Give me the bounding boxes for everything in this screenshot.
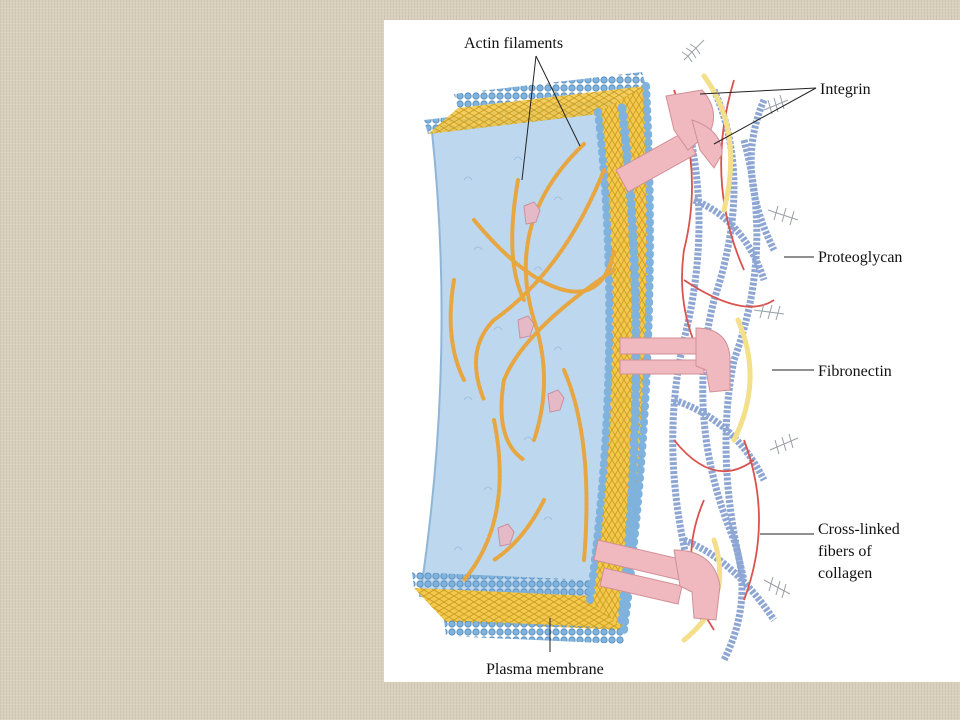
integrin-middle <box>619 327 731 393</box>
cytoplasm <box>418 110 610 602</box>
proteoglycans <box>681 39 799 599</box>
label-fibronectin: Fibronectin <box>818 363 892 380</box>
ecm-diagram: Actin filaments Integrin Proteoglycan Fi… <box>412 35 902 678</box>
label-collagen-line-1: Cross-linked <box>818 521 900 538</box>
label-collagen-line-3: collagen <box>818 565 872 582</box>
membrane-bottom-edge <box>412 572 592 596</box>
label-integrin: Integrin <box>820 81 871 98</box>
label-plasma-membrane: Plasma membrane <box>486 661 604 678</box>
linker-proteins <box>497 201 565 547</box>
label-actin-filaments: Actin filaments <box>464 35 563 52</box>
leader-lines <box>521 55 817 652</box>
actin-filaments <box>448 142 616 582</box>
diagram-panel: Actin filaments Integrin Proteoglycan Fi… <box>384 20 960 682</box>
label-proteoglycan: Proteoglycan <box>818 249 902 266</box>
label-collagen-line-2: fibers of <box>818 543 872 560</box>
cytoplasm-texture <box>453 156 563 551</box>
collagen-fibers <box>669 88 778 662</box>
integrin-top <box>615 89 723 193</box>
integrin-bottom <box>593 539 721 621</box>
